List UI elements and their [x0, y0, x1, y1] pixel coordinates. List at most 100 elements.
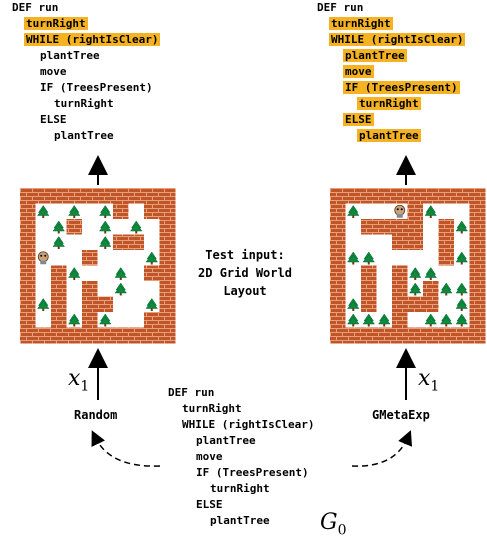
code-line-text: move	[196, 450, 223, 463]
tree-icon	[346, 205, 360, 218]
code-line: turnRight	[10, 16, 160, 32]
empty-cell	[376, 203, 392, 219]
brick-wall-cell	[20, 219, 36, 235]
empty-cell	[361, 234, 377, 250]
empty-cell	[82, 219, 98, 235]
brick-wall-cell	[82, 327, 98, 344]
tree-icon	[52, 236, 66, 249]
agent-icon	[37, 251, 49, 265]
code-line-text: plantTree	[210, 514, 270, 527]
empty-cell	[128, 296, 144, 312]
empty-cell	[51, 203, 67, 219]
empty-cell	[423, 250, 439, 266]
brick-wall-cell	[330, 265, 346, 282]
code-line-text: turnRight	[54, 97, 114, 110]
code-line-text: IF (TreesPresent)	[196, 466, 309, 479]
empty-cell	[66, 281, 82, 297]
brick-wall-cell	[66, 188, 83, 204]
brick-wall-cell	[330, 312, 346, 328]
tree-icon	[36, 205, 50, 218]
brick-wall-cell	[51, 296, 67, 313]
brick-wall-cell	[345, 327, 362, 344]
brick-wall-cell	[407, 188, 424, 204]
brick-wall-cell	[159, 188, 176, 204]
empty-cell	[407, 312, 423, 328]
brick-wall-cell	[51, 327, 67, 344]
brick-wall-cell	[438, 219, 455, 235]
code-line: DEF run	[10, 0, 160, 16]
brick-wall-cell	[330, 219, 346, 235]
brick-wall-cell	[361, 219, 377, 235]
brick-wall-cell	[144, 203, 160, 220]
brick-wall-cell	[330, 234, 346, 251]
brick-wall-cell	[469, 188, 486, 204]
brick-wall-cell	[330, 281, 346, 297]
brick-wall-cell	[330, 250, 346, 266]
code-line: move	[10, 64, 160, 80]
brick-wall-cell	[438, 327, 455, 344]
code-line: turnRight	[315, 96, 465, 112]
brick-wall-cell	[376, 327, 393, 344]
brick-wall-cell	[35, 188, 52, 204]
empty-cell	[345, 219, 361, 235]
graph-symbol: G0	[320, 510, 347, 539]
brick-wall-cell	[51, 312, 67, 328]
code-line: ELSE	[166, 497, 316, 513]
brick-wall-cell	[97, 296, 114, 313]
tree-icon	[377, 313, 391, 327]
empty-cell	[113, 219, 129, 235]
brick-wall-cell	[82, 296, 98, 313]
tree-icon	[455, 313, 469, 327]
brick-wall-cell	[20, 188, 36, 204]
tree-icon	[439, 282, 453, 296]
brick-wall-cell	[159, 281, 176, 297]
brick-wall-cell	[330, 203, 346, 220]
right-method-label: GMetaExp	[372, 408, 430, 422]
tree-icon	[346, 251, 360, 265]
brick-wall-cell	[66, 219, 83, 235]
empty-cell	[345, 265, 361, 281]
empty-cell	[423, 219, 439, 235]
right-grid-world	[330, 188, 486, 344]
tree-icon	[346, 313, 360, 327]
brick-wall-cell	[376, 219, 393, 235]
empty-cell	[454, 203, 470, 219]
code-line-text: WHILE (rightIsClear)	[182, 418, 315, 431]
empty-cell	[82, 265, 98, 281]
brick-wall-cell	[361, 265, 377, 282]
empty-cell	[113, 312, 129, 328]
tree-icon	[67, 313, 81, 327]
brick-wall-cell	[82, 188, 98, 204]
tree-icon	[114, 267, 128, 280]
tree-icon	[98, 313, 112, 327]
empty-cell	[82, 203, 98, 219]
empty-cell	[144, 234, 160, 250]
code-line: WHILE (rightIsClear)	[10, 32, 161, 48]
tree-icon	[455, 251, 469, 265]
brick-wall-cell	[128, 327, 145, 344]
brick-wall-cell	[113, 327, 129, 344]
brick-wall-cell	[113, 188, 129, 204]
tree-icon	[424, 313, 438, 327]
brick-wall-cell	[392, 281, 408, 297]
empty-cell	[438, 296, 454, 312]
code-line-text: turnRight	[329, 17, 393, 30]
empty-cell	[35, 312, 51, 328]
code-line: IF (TreesPresent)	[10, 80, 160, 96]
empty-cell	[35, 234, 51, 250]
empty-cell	[454, 265, 470, 281]
brick-wall-cell	[392, 219, 408, 235]
tree-icon	[98, 220, 112, 234]
brick-wall-cell	[20, 265, 36, 282]
brick-wall-cell	[469, 219, 486, 235]
empty-cell	[128, 203, 144, 219]
left-method-label: Random	[74, 408, 118, 422]
center-label-line-3: Layout	[223, 284, 267, 298]
right-dashed-arrow	[351, 430, 413, 467]
code-line-text: plantTree	[196, 434, 256, 447]
tree-icon	[36, 298, 50, 311]
empty-cell	[392, 250, 408, 266]
empty-cell	[66, 296, 82, 312]
left-grid-world	[20, 188, 176, 344]
